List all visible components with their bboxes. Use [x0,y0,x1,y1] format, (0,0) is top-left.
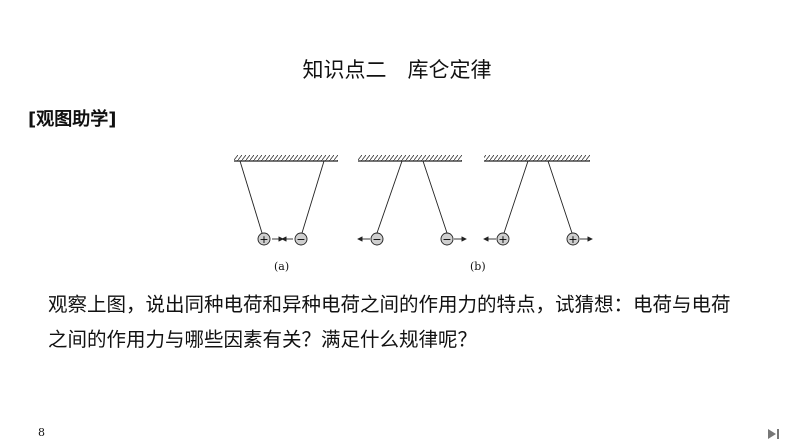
charged-ball-a-left: + [257,232,271,246]
body-text-line-2: 之间的作用力与哪些因素有关？满足什么规律呢？ [48,328,478,351]
string [422,160,448,234]
svg-text:+: + [568,233,577,246]
svg-text:−: − [296,233,305,246]
string [239,160,263,234]
string [547,160,573,234]
string [503,160,529,234]
play-next-icon[interactable] [766,427,782,441]
ceiling-b2 [484,155,590,162]
caption-a: (a) [274,260,290,273]
page-number: 8 [38,426,45,439]
charged-ball-b1-right: − [440,232,454,246]
charged-ball-b2-right: + [566,232,580,246]
caption-b: (b) [470,260,486,273]
body-text-line-1: 观察上图，说出同种电荷和异种电荷之间的作用力的特点，试猜想：电荷与电荷 [48,293,731,316]
ceiling-b1 [358,155,462,162]
pendulum-diagram: + − − − + + [234,155,593,246]
play-next-icon-glyph [768,429,779,439]
svg-text:−: − [442,233,451,246]
pendulum-figure: + − − − + + (a) (b) [226,150,596,280]
charged-ball-b2-left: + [496,232,510,246]
string [376,160,403,234]
section-label: [观图助学] [28,109,117,130]
string [301,160,325,234]
slide-title: 知识点二 库仑定律 [302,58,492,82]
charged-ball-a-right: − [294,232,308,246]
svg-text:+: + [498,233,507,246]
ceiling-a [234,155,338,162]
charged-ball-b1-left: − [370,232,384,246]
svg-text:−: − [372,233,381,246]
svg-text:+: + [259,233,268,246]
